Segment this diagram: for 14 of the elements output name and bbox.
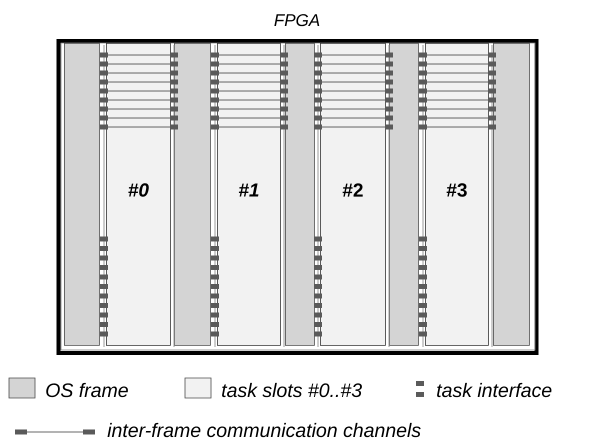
node-label: FPGA xyxy=(274,14,320,26)
legend-label: task slots #0..#3 xyxy=(222,382,362,398)
os-frame xyxy=(285,43,315,346)
legend-label: inter-frame communication channels xyxy=(108,422,421,438)
os-frame xyxy=(389,43,419,346)
os-frame xyxy=(493,43,530,346)
os-frame xyxy=(174,43,211,346)
task-slot: #0 xyxy=(106,43,171,346)
os-frame xyxy=(64,43,100,346)
legend-label: task interface xyxy=(437,382,552,398)
task-slot: #3 xyxy=(425,43,489,346)
legend-label: OS frame xyxy=(46,382,128,398)
task-slot: #1 xyxy=(217,43,281,346)
task-slot: #2 xyxy=(320,43,386,346)
